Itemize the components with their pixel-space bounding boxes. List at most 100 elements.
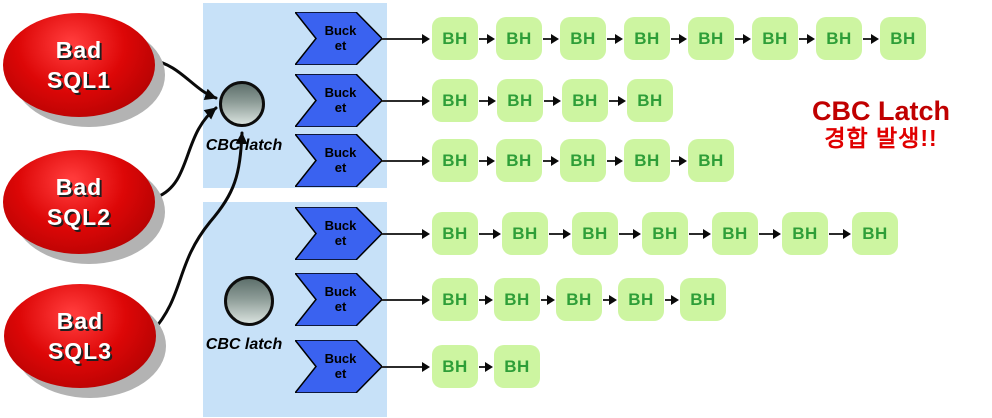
bh-box: BH — [556, 278, 602, 321]
arrow-head — [485, 295, 493, 305]
bh-box: BH — [494, 345, 540, 388]
arrow-head — [843, 229, 851, 239]
chain-arrow — [479, 294, 493, 306]
bh-box: BH — [432, 79, 478, 122]
arrow-shaft — [479, 366, 488, 368]
bucket-chevron-shape — [295, 12, 382, 65]
arrow-shaft — [799, 38, 810, 40]
chain-arrow — [607, 33, 623, 45]
bad-sql1-ellipse: Bad SQL1 — [3, 13, 155, 117]
chain-arrow — [829, 228, 851, 240]
bucket-to-chain-arrow — [382, 361, 430, 373]
bh-box: BH — [432, 139, 478, 182]
bh-box: BH — [496, 139, 542, 182]
arrow-head — [551, 34, 559, 44]
arrow-shaft — [479, 38, 490, 40]
arrow-head — [487, 156, 495, 166]
arrow-head — [563, 229, 571, 239]
arrow-head — [679, 34, 687, 44]
arrow-shaft — [541, 299, 550, 301]
arrow-shaft — [382, 160, 425, 162]
arrow-shaft — [607, 160, 618, 162]
chain-arrow — [543, 155, 559, 167]
chain-arrow — [543, 33, 559, 45]
bh-box: BH — [432, 345, 478, 388]
chain-arrow — [799, 33, 815, 45]
arrow-shaft — [479, 160, 490, 162]
chain-arrow — [479, 228, 501, 240]
arrow-head — [422, 362, 430, 372]
chain-arrow — [863, 33, 879, 45]
bh-box: BH — [852, 212, 898, 255]
arrow-head — [422, 229, 430, 239]
bh-box: BH — [432, 17, 478, 60]
arrow-head — [609, 295, 617, 305]
bh-box: BH — [494, 278, 540, 321]
arrow-head — [487, 34, 495, 44]
bh-box: BH — [497, 79, 543, 122]
arrow-shaft — [479, 299, 488, 301]
arrow-head — [615, 34, 623, 44]
bh-box: BH — [572, 212, 618, 255]
chain-arrow — [671, 33, 687, 45]
bad-sql3-line2: SQL3 — [47, 337, 113, 364]
bad-sql1-line1: Bad — [55, 36, 103, 63]
chain-arrow — [544, 95, 561, 107]
arrow-shaft — [689, 233, 706, 235]
arrow-shaft — [759, 233, 776, 235]
bh-box: BH — [496, 17, 542, 60]
chain-arrow — [671, 155, 687, 167]
arrow-head — [422, 34, 430, 44]
chain-arrow — [541, 294, 555, 306]
bucket-chevron-shape — [295, 134, 382, 187]
cbc-latch-label-bottom: CBC latch — [205, 336, 283, 353]
arrow-head — [488, 96, 496, 106]
chain-arrow — [479, 95, 496, 107]
arrow-head — [422, 156, 430, 166]
arrow-head — [493, 229, 501, 239]
bh-box: BH — [624, 139, 670, 182]
chain-arrow — [607, 155, 623, 167]
arrow-head — [547, 295, 555, 305]
bad-sql3-line1: Bad — [56, 307, 104, 334]
cbc-latch-circle-bottom — [224, 276, 274, 326]
chain-arrow — [665, 294, 679, 306]
bucket-chevron-shape — [295, 340, 382, 393]
arrow-shaft — [619, 233, 636, 235]
bad-sql2-ellipse: Bad SQL2 — [3, 150, 155, 254]
arrow-head — [422, 295, 430, 305]
bucket-to-chain-arrow — [382, 95, 430, 107]
bh-box: BH — [782, 212, 828, 255]
bad-sql1-line2: SQL1 — [46, 66, 112, 93]
bucket-to-chain-arrow — [382, 228, 430, 240]
warning-text: CBC Latch 경합 발생!! — [796, 97, 966, 153]
arrow-head — [679, 156, 687, 166]
arrow-head — [553, 96, 561, 106]
arrow-shaft — [382, 366, 425, 368]
warning-line2: 경합 발생!! — [824, 125, 938, 152]
arrow-head — [671, 295, 679, 305]
bucket-chevron-shape — [295, 74, 382, 127]
bh-box: BH — [627, 79, 673, 122]
bh-box: BH — [752, 17, 798, 60]
bucket-chevron-shape — [295, 273, 382, 326]
bad-sql2-line1: Bad — [55, 173, 103, 200]
bucket-chevron-shape — [295, 207, 382, 260]
chain-arrow — [689, 228, 711, 240]
bad-sql2-line2: SQL2 — [46, 203, 112, 230]
chain-arrow — [619, 228, 641, 240]
bh-box: BH — [618, 278, 664, 321]
bh-box: BH — [624, 17, 670, 60]
arrow-shaft — [479, 100, 491, 102]
arrow-shaft — [479, 233, 496, 235]
arrow-head — [615, 156, 623, 166]
bucket-to-chain-arrow — [382, 155, 430, 167]
